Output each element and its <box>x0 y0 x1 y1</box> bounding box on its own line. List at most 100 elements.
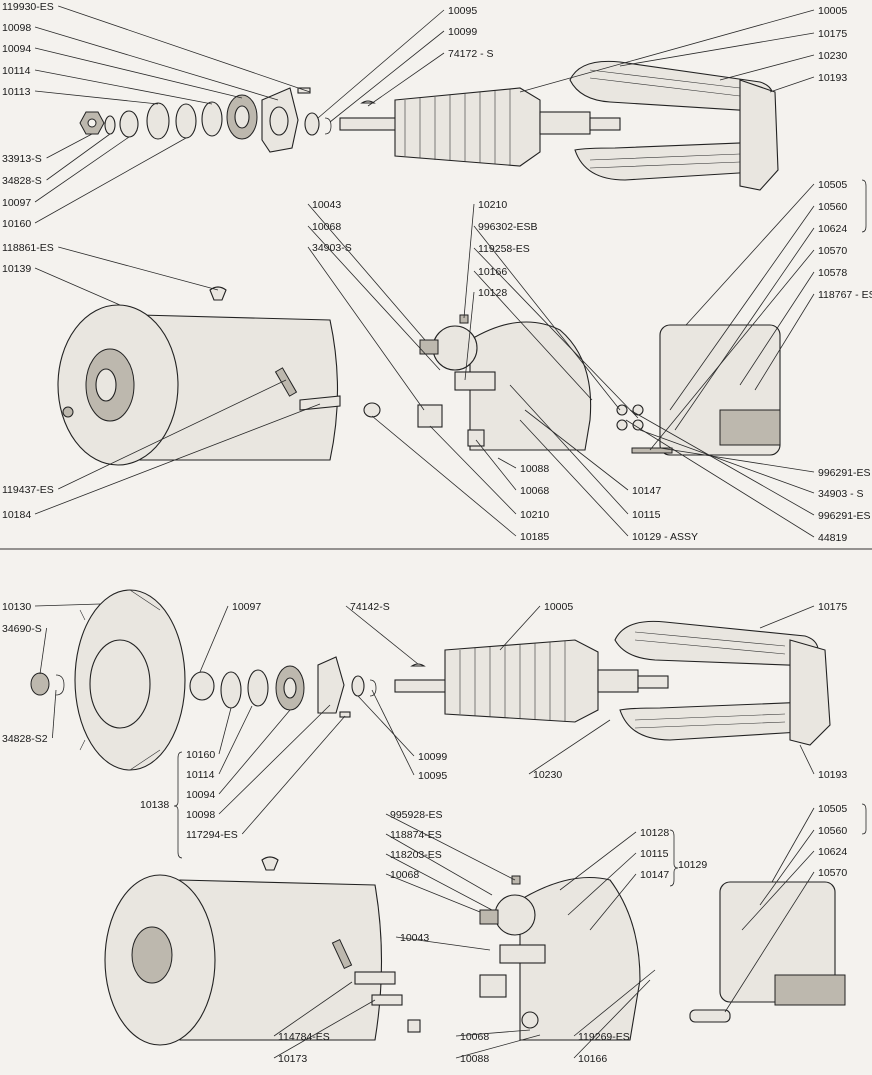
top-part-label: 10624 <box>818 223 847 235</box>
bottom-field-coils <box>614 620 831 746</box>
top-part-label: 10088 <box>520 463 549 475</box>
top-part-label: 10210 <box>520 509 549 521</box>
bottom-part-leader-line <box>34 603 101 607</box>
top-part-leader-line <box>58 379 287 490</box>
top-part-label: 119258-ES <box>478 243 530 255</box>
top-part-label: 118861-ES <box>2 242 54 254</box>
top-part-leader-line <box>473 270 593 401</box>
top-part-leader-line <box>46 133 93 159</box>
top-part-leader-line <box>685 183 815 326</box>
top-part-label: 119437-ES <box>2 484 54 496</box>
top-part-label: 10175 <box>818 28 847 40</box>
bottom-part-label: 10173 <box>278 1053 307 1065</box>
bottom-part-leader-line <box>499 605 541 651</box>
top-part-leader-line <box>674 227 815 431</box>
top-part-leader-line <box>639 429 815 494</box>
top-part-leader-line <box>509 384 629 515</box>
bottom-part-label: 995928-ES <box>390 809 443 821</box>
bottom-part-label: 10114 <box>186 769 215 781</box>
top-part-label: 10570 <box>818 245 847 257</box>
bottom-part-leader-line <box>273 981 353 1037</box>
top-part-label: 10115 <box>632 509 661 521</box>
bottom-part-label: 10068 <box>460 1031 489 1043</box>
bottom-part-label: 10160 <box>186 749 215 761</box>
top-part-leader-line <box>317 9 445 119</box>
top-part-leader-line <box>473 225 621 411</box>
bottom-part-leader-line <box>218 705 253 775</box>
top-part-leader-line <box>754 293 815 391</box>
bottom-part-leader-line <box>455 1029 531 1037</box>
top-part-leader-line <box>497 457 517 469</box>
bottom-brace-10129 <box>669 829 679 887</box>
bottom-part-leader-line <box>559 831 637 891</box>
top-part-leader-line <box>473 247 639 419</box>
bottom-part-leader-line <box>39 627 47 675</box>
bottom-part-label: 117294-ES <box>186 829 238 841</box>
top-part-label: 10094 <box>2 43 31 55</box>
bottom-part-leader-line <box>357 695 415 757</box>
top-part-label: 119930-ES <box>2 1 54 13</box>
top-part-label: 10114 <box>2 65 31 77</box>
top-part-leader-line <box>307 246 425 411</box>
bottom-part-leader-line <box>573 979 651 1059</box>
top-part-leader-line <box>34 47 243 99</box>
bottom-part-label: 10193 <box>818 769 847 781</box>
bottom-part-leader-line <box>218 704 331 815</box>
top-part-label: 10128 <box>478 287 507 299</box>
bottom-part-leader-line <box>385 853 493 911</box>
bottom-part-label: 10166 <box>578 1053 607 1065</box>
top-regulator <box>616 324 781 456</box>
top-part-leader-line <box>719 54 815 81</box>
bottom-part-leader-line <box>218 709 291 795</box>
top-part-leader-line <box>769 76 815 93</box>
bottom-part-leader-line <box>345 605 419 665</box>
bottom-armature <box>394 639 669 723</box>
top-part-label: 34903 - S <box>818 488 864 500</box>
top-part-label: 10113 <box>2 86 31 98</box>
bottom-part-leader-line <box>567 852 637 916</box>
bottom-part-label: 10099 <box>418 751 447 763</box>
bottom-part-leader-line <box>455 1034 541 1059</box>
bottom-part-label: 10005 <box>544 601 573 613</box>
bottom-part-leader-line <box>759 605 815 629</box>
top-part-leader-line <box>429 425 517 515</box>
top-part-label: 10185 <box>520 531 549 543</box>
top-part-label: 44819 <box>818 532 847 544</box>
bottom-part-label: 10570 <box>818 867 847 879</box>
top-part-label: 996291-ES <box>818 467 871 479</box>
bottom-part-leader-line <box>573 969 656 1037</box>
top-part-leader-line <box>625 419 815 538</box>
bottom-fan-pulley <box>30 589 377 771</box>
top-part-leader-line <box>46 133 111 181</box>
top-part-leader-line <box>371 415 517 537</box>
top-part-label: 10560 <box>818 201 847 213</box>
bottom-part-leader-line <box>395 936 491 951</box>
bottom-part-leader-line <box>724 871 815 1013</box>
bottom-part-label: 10068 <box>390 869 419 881</box>
top-part-leader-line <box>34 90 159 105</box>
bottom-regulator <box>689 881 846 1023</box>
top-part-label: 118767 - ES <box>818 289 872 301</box>
bottom-part-leader-line <box>385 873 481 913</box>
top-part-leader-line <box>629 409 815 516</box>
top-part-label: 10230 <box>818 50 847 62</box>
top-part-label: 10068 <box>520 485 549 497</box>
bottom-part-label: 114784-ES <box>278 1031 330 1043</box>
top-part-leader-line <box>524 409 629 491</box>
top-housing <box>57 286 381 466</box>
top-part-leader-line <box>34 26 279 101</box>
top-part-leader-line <box>34 403 321 515</box>
bottom-part-leader-line <box>759 829 815 906</box>
top-part-label: 10005 <box>818 5 847 17</box>
top-part-label: 10184 <box>2 509 31 521</box>
bottom-part-label: 118874-ES <box>390 829 442 841</box>
bottom-part-leader-line <box>385 833 493 896</box>
top-part-label: 10505 <box>818 179 847 191</box>
top-field-coils <box>569 60 779 191</box>
bottom-part-label: 10097 <box>232 601 261 613</box>
top-part-leader-line <box>669 205 815 411</box>
top-part-label: 10160 <box>2 218 31 230</box>
bottom-part-label: 10088 <box>460 1053 489 1065</box>
